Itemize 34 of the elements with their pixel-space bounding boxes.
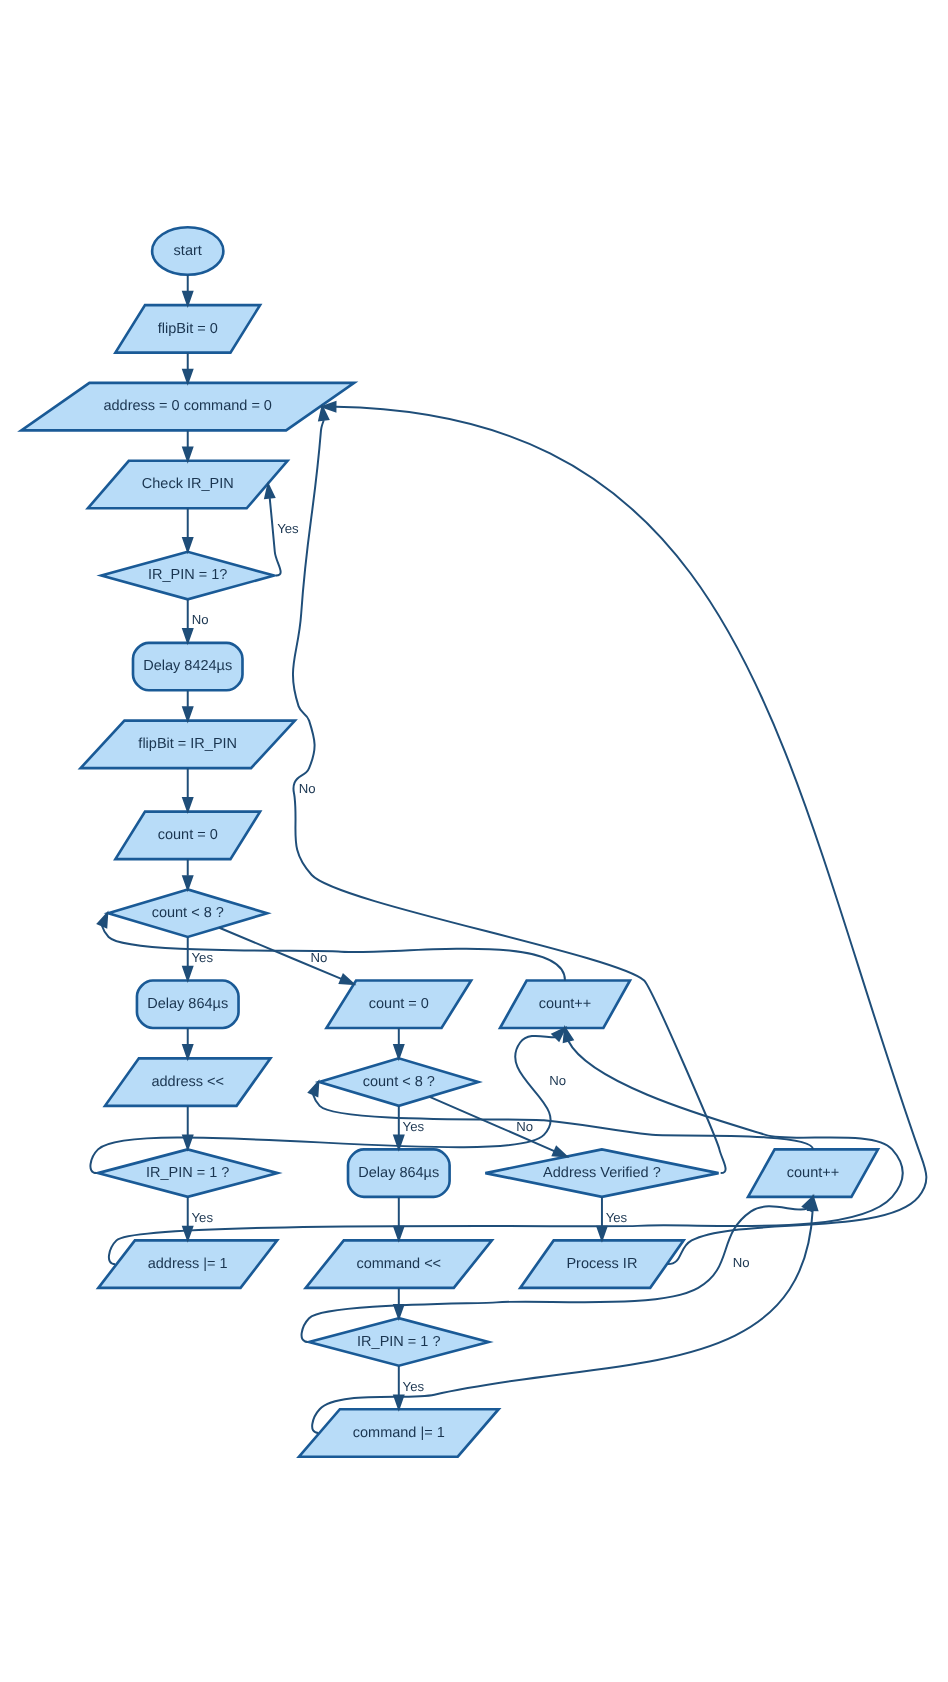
arrow [181,766,194,814]
arrow [307,1078,814,1150]
node-diamond: Address Verified ? [484,1147,720,1198]
arrow [181,597,194,645]
node-box: Delay 8424µs [131,640,244,691]
arrow [291,402,727,1174]
arrow [181,1026,194,1061]
arrow [181,688,194,723]
arrow [595,1195,608,1242]
arrow [392,1104,405,1151]
arrow [392,1364,405,1411]
arrow [428,1094,570,1157]
arrow [107,1024,904,1265]
arrow [181,272,194,307]
arrow [181,857,194,892]
arrow [96,909,566,981]
arrow [263,480,282,576]
arrow [181,506,194,554]
arrow [392,1026,405,1061]
arrow [218,925,357,985]
node-diamond: IR_PIN = 1? [96,549,280,600]
node-box: Delay 864µs [135,978,240,1029]
arrow [181,428,194,463]
node-diamond: IR_PIN = 1 ? [303,1315,494,1367]
arrow [89,1024,568,1174]
node-ellipse: start [150,224,225,276]
node-diamond: IR_PIN = 1 ? [92,1147,283,1198]
arrow [181,935,194,982]
arrow [181,350,194,385]
node-diamond: count < 8 ? [314,1055,483,1107]
node-diamond: count < 8 ? [103,887,272,938]
node-box: Delay 864µs [346,1147,451,1198]
arrow [392,1195,405,1242]
arrow [319,399,928,1265]
